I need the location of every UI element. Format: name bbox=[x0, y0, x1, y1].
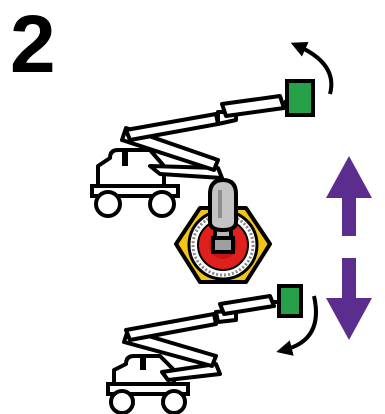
wheel-icon bbox=[109, 389, 135, 414]
wheel-icon bbox=[94, 190, 122, 218]
joystick-icon bbox=[174, 177, 272, 284]
rotate-down-arrow-icon bbox=[276, 295, 318, 356]
step-number: 2 bbox=[10, 0, 56, 90]
up-arrow-icon bbox=[326, 156, 372, 236]
platform-basket-icon bbox=[277, 284, 303, 318]
upper-lift-icon bbox=[90, 79, 315, 218]
wheel-icon bbox=[148, 190, 176, 218]
lower-lift-icon bbox=[106, 284, 303, 414]
down-arrow-icon bbox=[326, 258, 372, 340]
wheel-icon bbox=[161, 389, 187, 414]
rotate-up-arrow-icon bbox=[290, 41, 334, 95]
platform-basket-icon bbox=[285, 79, 315, 117]
